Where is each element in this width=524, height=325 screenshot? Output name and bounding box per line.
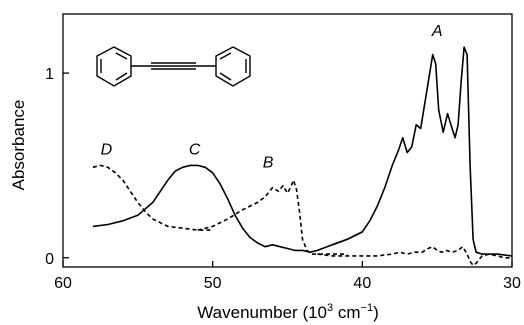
y-tick-label: 0 [45,251,54,268]
y-axis-title: Absorbance [9,100,28,191]
curve-label-b: B [263,154,274,171]
x-tick-label: 30 [503,275,521,292]
spectrum-line-c [92,164,363,253]
spectrum-curves [92,46,513,267]
x-tick-label: 60 [54,275,72,292]
left-benzene-ring [96,46,132,87]
x-tick-label: 50 [204,275,222,292]
spectrum-line-a [332,46,513,257]
spectrum-line-d [92,164,213,231]
spectrum-line-b [197,179,348,255]
plot-frame [62,13,513,268]
curve-labels: A B C D [101,23,443,171]
x-axis-title: Wavenumber (103 cm−1) [197,302,379,322]
x-tick-label: 40 [353,275,371,292]
y-axis-ticks: 01 [45,66,69,268]
spectrum-line-baseline-4 [317,245,512,267]
triple-bond [131,62,216,70]
y-tick-label: 1 [45,66,54,83]
curve-label-a: A [431,23,443,40]
plot-border [62,13,513,268]
x-axis-ticks: 60 50 40 30 [54,261,521,292]
curve-label-d: D [101,141,113,158]
right-benzene-ring [215,46,251,87]
curve-label-c: C [189,141,201,158]
diphenylacetylene-structure-icon [96,46,251,87]
